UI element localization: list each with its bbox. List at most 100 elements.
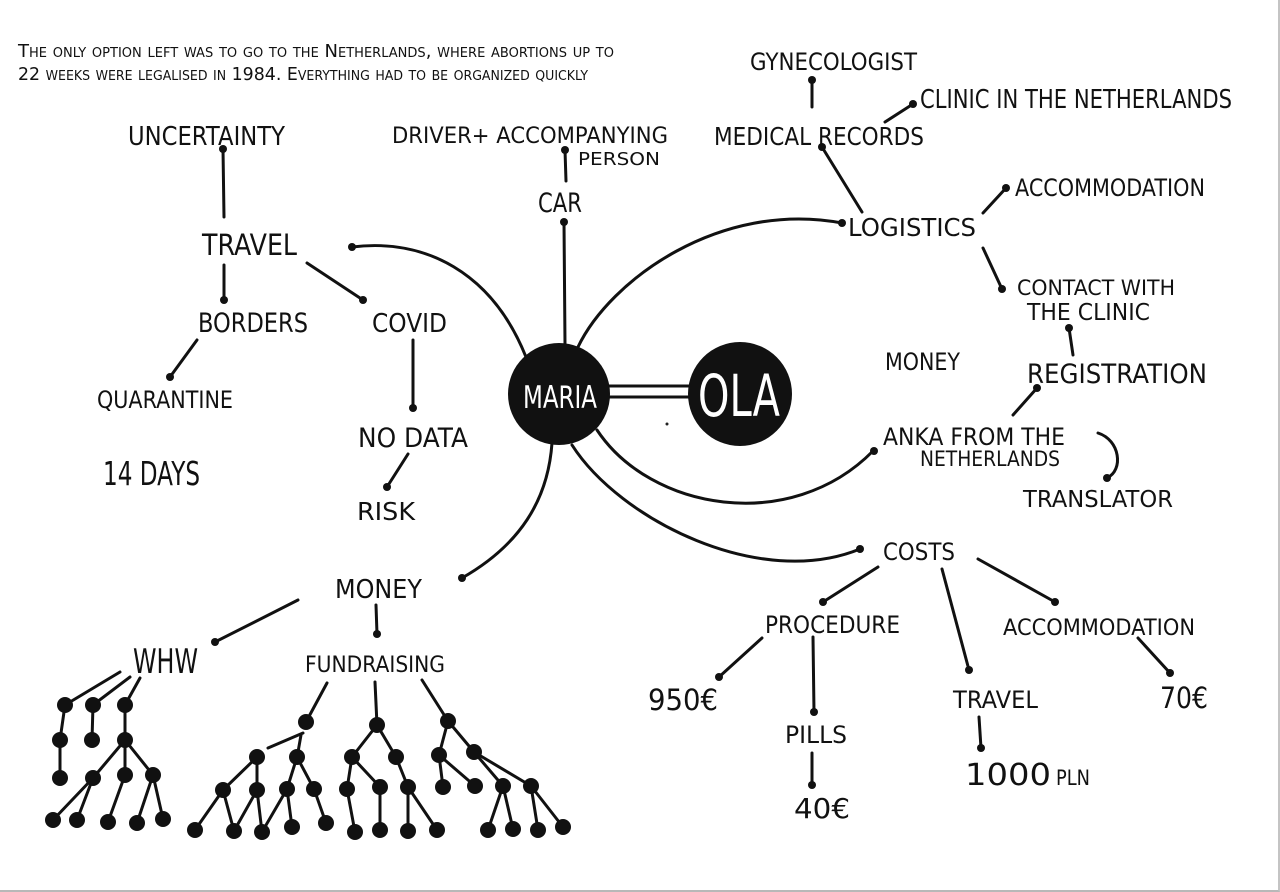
edge-contact-registration bbox=[1067, 326, 1075, 357]
supporter-node bbox=[52, 732, 68, 748]
connector-dot bbox=[383, 483, 391, 491]
supporter-node bbox=[100, 814, 116, 830]
node-ola: OLA bbox=[698, 362, 780, 430]
node-travel-cost-currency: PLN bbox=[1056, 766, 1090, 790]
supporter-node bbox=[117, 767, 133, 783]
node-pills: PILLS bbox=[785, 721, 847, 749]
supporter-node bbox=[129, 815, 145, 831]
supporter-tree-edge bbox=[51, 776, 95, 822]
supporter-tree-edge bbox=[135, 773, 155, 825]
connector-dot bbox=[373, 630, 381, 638]
supporter-node bbox=[215, 782, 231, 798]
supporter-node bbox=[440, 713, 456, 729]
supporter-node bbox=[530, 822, 546, 838]
edge-logistics-accommodation bbox=[981, 186, 1008, 215]
node-risk: RISK bbox=[357, 497, 416, 526]
node-travel-cost-label: TRAVEL bbox=[952, 686, 1039, 714]
intro-line-1: The only option left was to go to the Ne… bbox=[17, 41, 614, 62]
supporter-tree-edge bbox=[420, 678, 450, 723]
connector-dot bbox=[909, 100, 917, 108]
edge-logistics-contact bbox=[981, 246, 1004, 291]
connector-dot bbox=[458, 574, 466, 582]
supporter-node bbox=[344, 749, 360, 765]
supporter-tree-edge bbox=[106, 773, 127, 824]
connector-dot bbox=[818, 143, 826, 151]
supporter-node bbox=[318, 815, 334, 831]
edge-travel-covid bbox=[305, 261, 365, 302]
supporter-node bbox=[85, 697, 101, 713]
supporter-node bbox=[279, 781, 295, 797]
node-travel-cost-amount: 1000 bbox=[965, 758, 1051, 793]
node-accommodation-cost: 70€ bbox=[1160, 681, 1208, 715]
node-money-note: MONEY bbox=[885, 348, 960, 376]
node-travel: TRAVEL bbox=[201, 228, 297, 262]
node-money: MONEY bbox=[335, 575, 422, 605]
connector-dot bbox=[219, 145, 227, 153]
edge-money-whw bbox=[213, 598, 300, 644]
connector-dot bbox=[348, 243, 356, 251]
supporter-node bbox=[117, 697, 133, 713]
branch-travel: UNCERTAINTY TRAVEL BORDERS QUARANTINE 14… bbox=[97, 122, 468, 526]
edges-layer bbox=[45, 76, 1174, 840]
node-costs: COSTS bbox=[883, 538, 955, 566]
edge-no-data-risk bbox=[385, 452, 410, 489]
edge-money-fundraising bbox=[374, 603, 379, 636]
connector-dot bbox=[810, 708, 818, 716]
node-maria: MARIA bbox=[523, 380, 597, 416]
connector-dot bbox=[808, 781, 816, 789]
node-fundraising: FUNDRAISING bbox=[305, 653, 445, 678]
supporter-node bbox=[400, 779, 416, 795]
supporter-node bbox=[435, 779, 451, 795]
node-gynecologist: GYNECOLOGIST bbox=[750, 48, 917, 76]
node-uncertainty: UNCERTAINTY bbox=[128, 122, 285, 152]
supporter-node bbox=[339, 781, 355, 797]
edge-maria-anka bbox=[595, 428, 875, 505]
connector-dot bbox=[819, 598, 827, 606]
node-procedure-cost: 950€ bbox=[648, 683, 718, 717]
edge-records-clinic bbox=[883, 102, 915, 124]
center-nodes: MARIA OLA bbox=[508, 342, 792, 446]
supporter-node bbox=[254, 824, 270, 840]
edge-car-driver bbox=[563, 148, 568, 183]
connector-dot bbox=[560, 218, 568, 226]
supporter-node bbox=[429, 822, 445, 838]
connector-dot bbox=[1002, 184, 1010, 192]
connector-dot bbox=[838, 219, 846, 227]
node-translator: TRANSLATOR bbox=[1022, 487, 1173, 513]
supporter-node bbox=[369, 717, 385, 733]
supporter-node bbox=[45, 812, 61, 828]
edge-costs-accommodation bbox=[976, 557, 1057, 604]
edge-costs-travel bbox=[940, 567, 971, 672]
supporter-node bbox=[388, 749, 404, 765]
branch-costs: COSTS PROCEDURE 950€ PILLS 40€ TRAVEL 10… bbox=[648, 538, 1208, 825]
supporter-node bbox=[57, 697, 73, 713]
connector-dot bbox=[359, 296, 367, 304]
supporter-node bbox=[523, 778, 539, 794]
branch-money: MONEY WHW FUNDRAISING bbox=[133, 575, 445, 682]
supporter-node bbox=[249, 749, 265, 765]
node-borders: BORDERS bbox=[198, 308, 308, 339]
node-maria-circle bbox=[508, 343, 610, 445]
connector-dot bbox=[211, 638, 219, 646]
connector-dot bbox=[220, 296, 228, 304]
node-driver: DRIVER+ ACCOMPANYING bbox=[392, 124, 668, 149]
edge-maria-money bbox=[460, 441, 554, 580]
supporter-tree-edge bbox=[406, 785, 439, 832]
supporter-node bbox=[306, 781, 322, 797]
node-quarantine-duration: 14 DAYS bbox=[103, 454, 200, 493]
supporter-node bbox=[495, 778, 511, 794]
connector-dot bbox=[998, 285, 1006, 293]
node-anka-line1: ANKA FROM THE bbox=[883, 423, 1065, 451]
connector-dot bbox=[166, 373, 174, 381]
node-clinic-netherlands: CLINIC IN THE NETHERLANDS bbox=[920, 85, 1232, 115]
node-covid: COVID bbox=[372, 309, 447, 339]
edge-logistics-medical-records bbox=[820, 145, 864, 214]
supporter-node bbox=[284, 819, 300, 835]
intro-line-2: 22 weeks were legalised in 1984. Everyth… bbox=[18, 64, 588, 85]
connector-dot bbox=[977, 744, 985, 752]
node-contact-line2: THE CLINIC bbox=[1026, 300, 1150, 326]
node-contact-line1: CONTACT WITH bbox=[1017, 276, 1175, 300]
edge-maria-costs bbox=[570, 443, 862, 563]
